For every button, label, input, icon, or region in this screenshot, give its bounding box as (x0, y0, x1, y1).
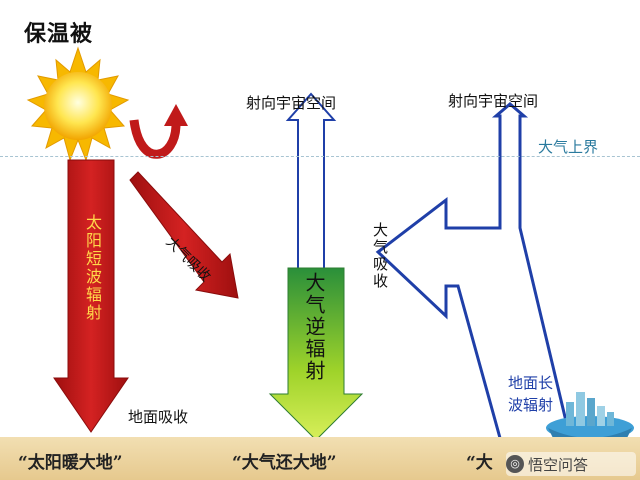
label-ground-absorb: 地面吸收 (128, 408, 189, 426)
motto-atmosphere-returns: “大气还大地” (232, 453, 337, 473)
sun-icon (26, 46, 130, 162)
motto-partial: “大 (466, 453, 493, 473)
label-ground-longwave-line2: 波辐射 (508, 396, 554, 414)
label-solar-shortwave: 太阳短波辐射 (83, 214, 102, 322)
label-ground-longwave-line1: 地面长 (508, 374, 554, 392)
label-space-right: 射向宇宙空间 (448, 92, 539, 110)
label-space-left: 射向宇宙空间 (246, 94, 337, 112)
longwave-arrow-right (375, 102, 572, 439)
reflection-arrow (129, 104, 188, 159)
upper-atmosphere-line (0, 156, 640, 157)
watermark-text: 悟空问答 (528, 455, 589, 474)
atmo-absorb-arrow (129, 171, 239, 299)
space-arrow-middle (285, 92, 337, 273)
motto-sun-warms-earth: “太阳暖大地” (18, 453, 123, 473)
label-counter-radiation: 大气逆辐射 (302, 272, 326, 382)
label-upper-atmosphere: 大气上界 (538, 138, 599, 156)
watermark: ◎ 悟空问答 (506, 452, 636, 476)
counter-radiation-arrow (268, 267, 364, 441)
label-atmo-absorb-right: 大气吸收 (371, 222, 389, 290)
watermark-icon: ◎ (506, 455, 524, 473)
solar-radiation-arrow (53, 159, 129, 433)
page-title: 保温被 (24, 22, 94, 47)
